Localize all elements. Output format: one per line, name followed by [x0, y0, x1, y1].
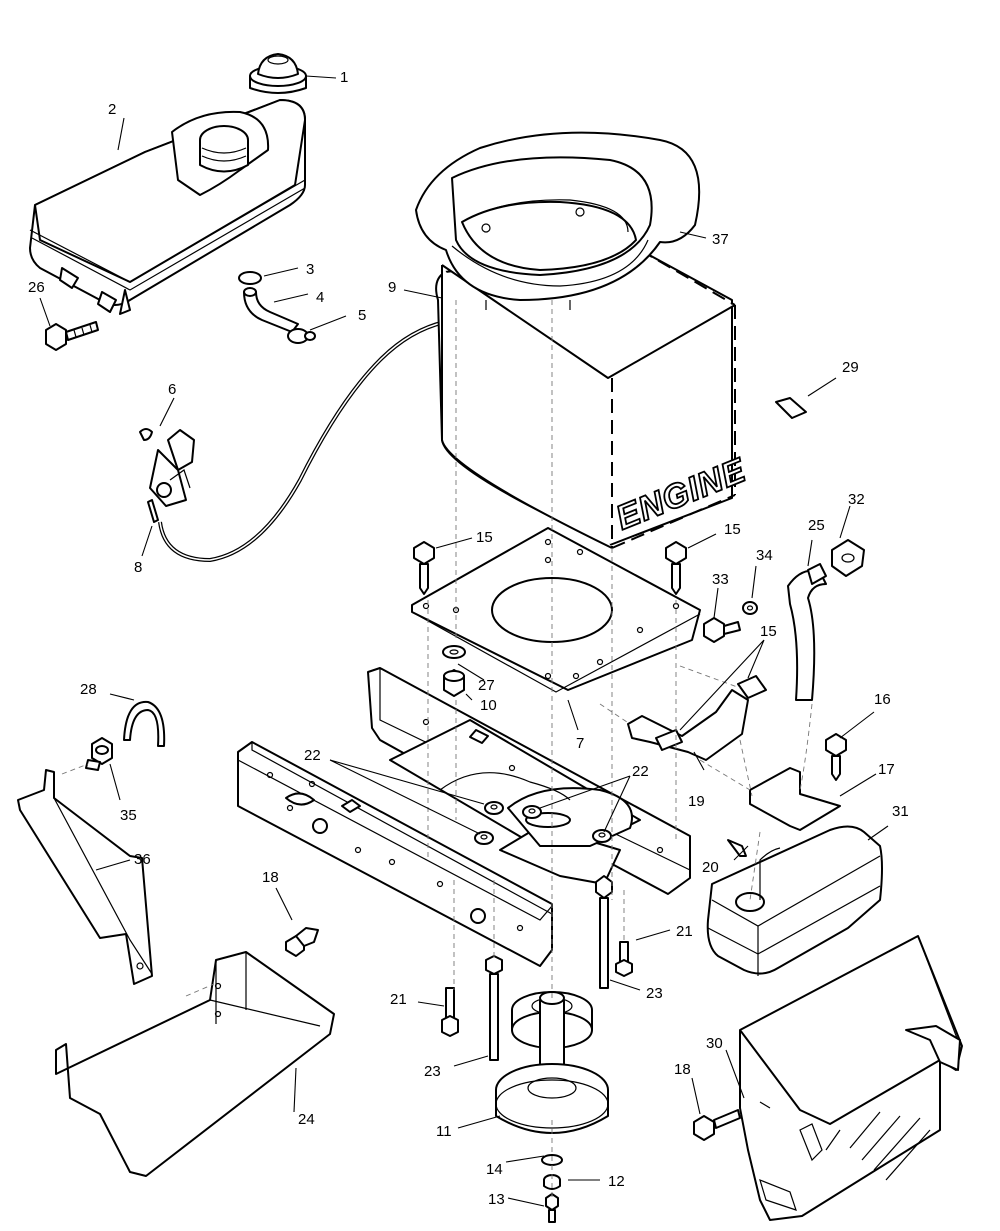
- callout-16: 16: [874, 691, 891, 708]
- callout-15b: 15: [724, 521, 741, 538]
- callout-31: 31: [892, 803, 909, 820]
- muffler-guard: [739, 935, 963, 1221]
- engine-bolt-left: [413, 541, 435, 595]
- callout-labels: 1 2 3 4 5 26 6 8 9 37 29 15 15 32 25 34 …: [28, 69, 909, 1208]
- callout-29: 29: [842, 359, 859, 376]
- battery-tray: [55, 951, 335, 1177]
- callout-19: 19: [688, 793, 705, 810]
- callout-25: 25: [808, 517, 825, 534]
- callout-35: 35: [120, 807, 137, 824]
- callout-6: 6: [168, 381, 176, 398]
- callout-12: 12: [608, 1173, 625, 1190]
- callout-28: 28: [80, 681, 97, 698]
- callout-5: 5: [358, 307, 366, 324]
- callout-7: 7: [576, 735, 584, 752]
- callout-34: 34: [756, 547, 773, 564]
- engine-bolt-right: [665, 541, 687, 595]
- callout-15c: 15: [760, 623, 777, 640]
- callout-2: 2: [108, 101, 116, 118]
- exhaust-pipe: [787, 539, 865, 701]
- callout-23a: 23: [646, 985, 663, 1002]
- callout-18a: 18: [262, 869, 279, 886]
- muffler-bracket: [627, 675, 767, 761]
- callout-23b: 23: [424, 1063, 441, 1080]
- callout-37: 37: [712, 231, 729, 248]
- callout-36: 36: [134, 851, 151, 868]
- guard-bolt-left: [285, 927, 319, 957]
- engine-block: ENGINE: [435, 249, 753, 549]
- callout-33: 33: [712, 571, 729, 588]
- callout-22b: 22: [632, 763, 649, 780]
- callout-30: 30: [706, 1035, 723, 1052]
- tank-bolt: [45, 321, 99, 351]
- muffler-mount: [749, 733, 847, 831]
- assembly-centerlines: [61, 300, 813, 1200]
- leader-lines: [39, 75, 889, 1207]
- callout-8: 8: [134, 559, 142, 576]
- exhaust-bolt: [703, 601, 758, 643]
- callout-9: 9: [388, 279, 396, 296]
- callout-21b: 21: [390, 991, 407, 1008]
- callout-22a: 22: [304, 747, 321, 764]
- callout-15a: 15: [476, 529, 493, 546]
- fuel-tank: [29, 99, 306, 315]
- bracket-bolt: [85, 737, 113, 771]
- callout-14: 14: [486, 1161, 503, 1178]
- callout-18b: 18: [674, 1061, 691, 1078]
- callout-11: 11: [436, 1123, 452, 1140]
- callout-1: 1: [340, 69, 348, 86]
- fuel-cap: [249, 53, 307, 94]
- guard-bolt-right: [693, 1109, 741, 1141]
- chassis-frame: [237, 667, 691, 967]
- callout-32: 32: [848, 491, 865, 508]
- clip: [775, 397, 807, 419]
- frame-nuts: [474, 801, 612, 845]
- muffler: [706, 825, 883, 976]
- callout-3: 3: [306, 261, 314, 278]
- callout-27: 27: [478, 677, 495, 694]
- star-washer: [442, 645, 466, 659]
- spacer-bolt: [443, 669, 465, 697]
- engine-shroud: [415, 131, 701, 310]
- callout-21a: 21: [676, 923, 693, 940]
- callout-17: 17: [878, 761, 895, 778]
- support-bracket: [17, 769, 153, 985]
- callout-4: 4: [316, 289, 324, 306]
- fuel-hose-assembly: [238, 271, 316, 344]
- idler-pulley: [495, 991, 609, 1134]
- callout-20: 20: [702, 859, 719, 876]
- callout-24: 24: [298, 1111, 315, 1128]
- callout-26: 26: [28, 279, 45, 296]
- callout-13: 13: [488, 1191, 505, 1208]
- engine-mount-plate: [411, 527, 701, 693]
- strap-clamp: [123, 700, 166, 747]
- throttle-control: [139, 320, 446, 563]
- callout-10: 10: [480, 697, 497, 714]
